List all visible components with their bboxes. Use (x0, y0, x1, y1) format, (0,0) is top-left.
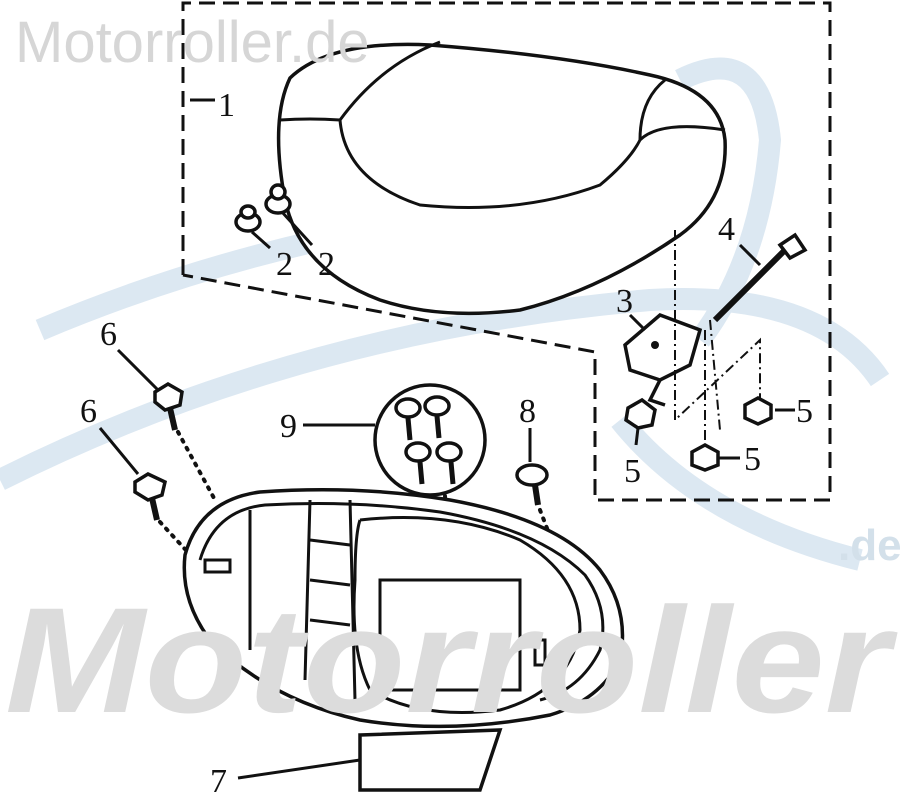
hinge-bracket (623, 312, 703, 407)
helmet-storage-box (182, 488, 625, 792)
callout-6b: 6 (80, 393, 97, 430)
seat-assembly-boundary (181, 1, 832, 502)
watermark-de: .de (838, 521, 900, 570)
callout-5c: 5 (624, 453, 641, 490)
nut-3 (690, 443, 720, 472)
callout-1: 1 (218, 87, 235, 124)
hinge-bolt (712, 242, 793, 323)
callout-6a: 6 (100, 316, 117, 353)
nut-2 (743, 396, 773, 426)
rubber-buffer-1 (234, 204, 262, 233)
callout-5b: 5 (744, 441, 761, 478)
callout-8: 8 (519, 393, 536, 430)
screw-6-upper (153, 381, 184, 431)
screw-set (394, 395, 463, 485)
screw-8 (515, 463, 549, 506)
screw-6-lower (133, 472, 168, 521)
nut-1 (624, 397, 657, 430)
callout-7: 7 (210, 763, 227, 800)
rubber-buffer-2 (264, 183, 292, 215)
seat (276, 40, 727, 316)
callout-5a: 5 (796, 393, 813, 430)
watermark-top: Motorroller.de (15, 10, 370, 75)
watermark-bottom: Motorroller (5, 576, 899, 744)
callout-2b: 2 (318, 246, 335, 283)
callout-2a: 2 (276, 246, 293, 283)
hinge-bolt-head (777, 232, 808, 261)
callout-9: 9 (280, 408, 297, 445)
callout-4: 4 (718, 211, 735, 248)
callout-3: 3 (616, 283, 633, 320)
